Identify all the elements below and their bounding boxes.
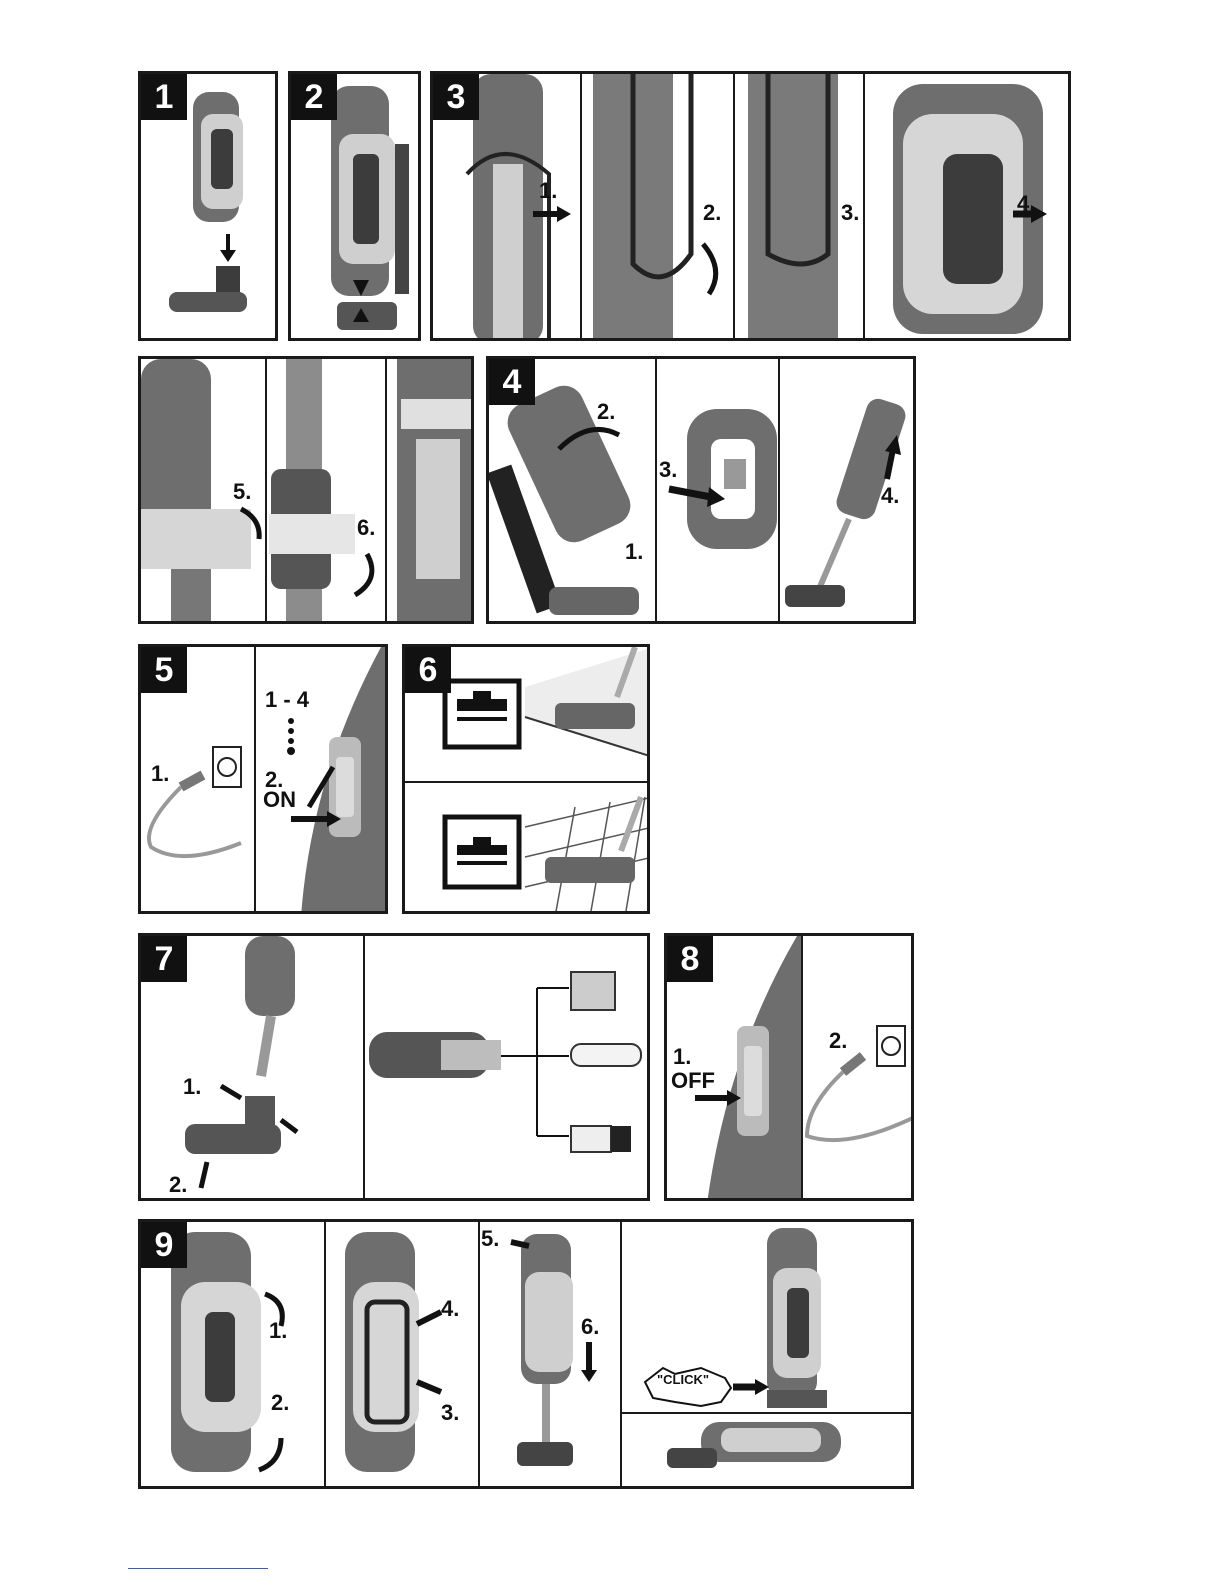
step-7-panel: 7 1. 2.	[138, 933, 650, 1201]
step-number: 3	[433, 74, 479, 120]
step-number: 8	[667, 936, 713, 982]
sub-step-label: 5.	[481, 1226, 499, 1252]
clip-fold-illustration	[141, 359, 474, 624]
step-number: 4	[489, 359, 535, 405]
step-8-panel: 8 1. OFF 2.	[664, 933, 914, 1201]
step-2-panel: 2	[288, 71, 421, 341]
sub-step-label: 1.	[269, 1318, 287, 1344]
sub-step-label: 2.	[271, 1390, 289, 1416]
sub-step-label: 2.	[703, 200, 721, 226]
footer-rule	[128, 1568, 268, 1569]
assembly-illustration	[489, 359, 916, 624]
step-number: 1	[141, 74, 187, 120]
sub-step-label: 3.	[841, 200, 859, 226]
sub-step-label: 4.	[1017, 191, 1035, 217]
sub-step-label: 2.	[597, 399, 615, 425]
sub-step-label: 4.	[441, 1296, 459, 1322]
step-3-panel: 3 1. 2. 3. 4.	[430, 71, 1071, 341]
sub-step-label: 1.	[673, 1044, 691, 1070]
sub-step-label: 2.	[829, 1028, 847, 1054]
sub-step-label: 5.	[233, 479, 251, 505]
step-4-panel: 4 2. 3. 1. 4.	[486, 356, 916, 624]
off-label: OFF	[671, 1068, 715, 1094]
step-number: 9	[141, 1222, 187, 1268]
step-number: 2	[291, 74, 337, 120]
sub-step-label: 3.	[441, 1400, 459, 1426]
sub-step-label: 2.	[169, 1172, 187, 1198]
sub-step-label: 3.	[659, 457, 677, 483]
on-label: ON	[263, 787, 296, 813]
step-number: 7	[141, 936, 187, 982]
sub-step-label: 1.	[625, 539, 643, 565]
step-1-panel: 1	[138, 71, 278, 341]
accessories-illustration	[141, 936, 650, 1201]
step-9-panel: 9 1. 2. 3. 4. 5. 6. "CLICK"	[138, 1219, 914, 1489]
step-number: 5	[141, 647, 187, 693]
sub-step-label: 1.	[539, 178, 557, 204]
storage-illustration	[141, 1222, 914, 1489]
sub-step-label: 6.	[581, 1314, 599, 1340]
sub-step-label: 1.	[183, 1074, 201, 1100]
step-number: 6	[405, 647, 451, 693]
step-3-continued-panel: 5. 6.	[138, 356, 474, 624]
speed-range-label: 1 - 4	[265, 687, 309, 713]
sub-step-label: 4.	[881, 483, 899, 509]
sub-step-label: 6.	[357, 515, 375, 541]
step-5-panel: 5 1. 1 - 4 2. ON	[138, 644, 388, 914]
step-6-panel: 6	[402, 644, 650, 914]
cord-release-illustration	[433, 74, 1071, 341]
sub-step-label: 1.	[151, 761, 169, 787]
click-label: "CLICK"	[657, 1372, 709, 1387]
